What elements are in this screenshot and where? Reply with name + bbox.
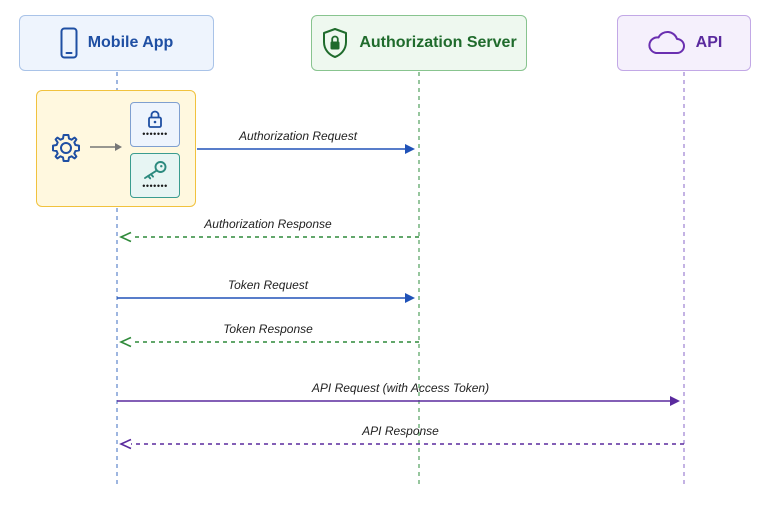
message-arrowhead	[119, 336, 132, 348]
padlock-icon	[148, 110, 162, 128]
message-arrowhead	[119, 438, 132, 450]
message-label: Authorization Response	[204, 217, 332, 231]
message-arrowhead	[405, 144, 415, 154]
credential-panel: ••••••• •••••••	[36, 90, 196, 207]
cloud-icon	[648, 30, 685, 54]
message-label: Token Response	[223, 322, 313, 336]
actor-api: API	[617, 15, 751, 71]
message-arrowhead	[405, 293, 415, 303]
key-icon	[144, 161, 167, 180]
actor-label: API	[695, 34, 723, 51]
password-credential: •••••••	[130, 102, 180, 147]
key-mask: •••••••	[142, 181, 168, 191]
key-credential: •••••••	[130, 153, 180, 198]
message-label: Token Request	[227, 278, 309, 292]
actor-mobile-app: Mobile App	[19, 15, 214, 71]
actor-label: Authorization Server	[359, 34, 517, 51]
arrow-right-icon	[90, 143, 122, 151]
message-arrowhead	[119, 231, 132, 243]
smartphone-icon	[60, 27, 78, 59]
settings-gear-icon	[52, 134, 80, 162]
message-label: API Response	[362, 424, 439, 438]
actor-authorization-server: Authorization Server	[311, 15, 527, 71]
message-label: Authorization Request	[238, 129, 358, 143]
password-mask: •••••••	[142, 129, 168, 139]
shield-lock-icon	[323, 28, 348, 58]
message-arrowhead	[670, 396, 680, 406]
message-label: API Request (with Access Token)	[311, 381, 490, 395]
message-arrows	[117, 144, 684, 450]
actor-label: Mobile App	[87, 34, 174, 51]
